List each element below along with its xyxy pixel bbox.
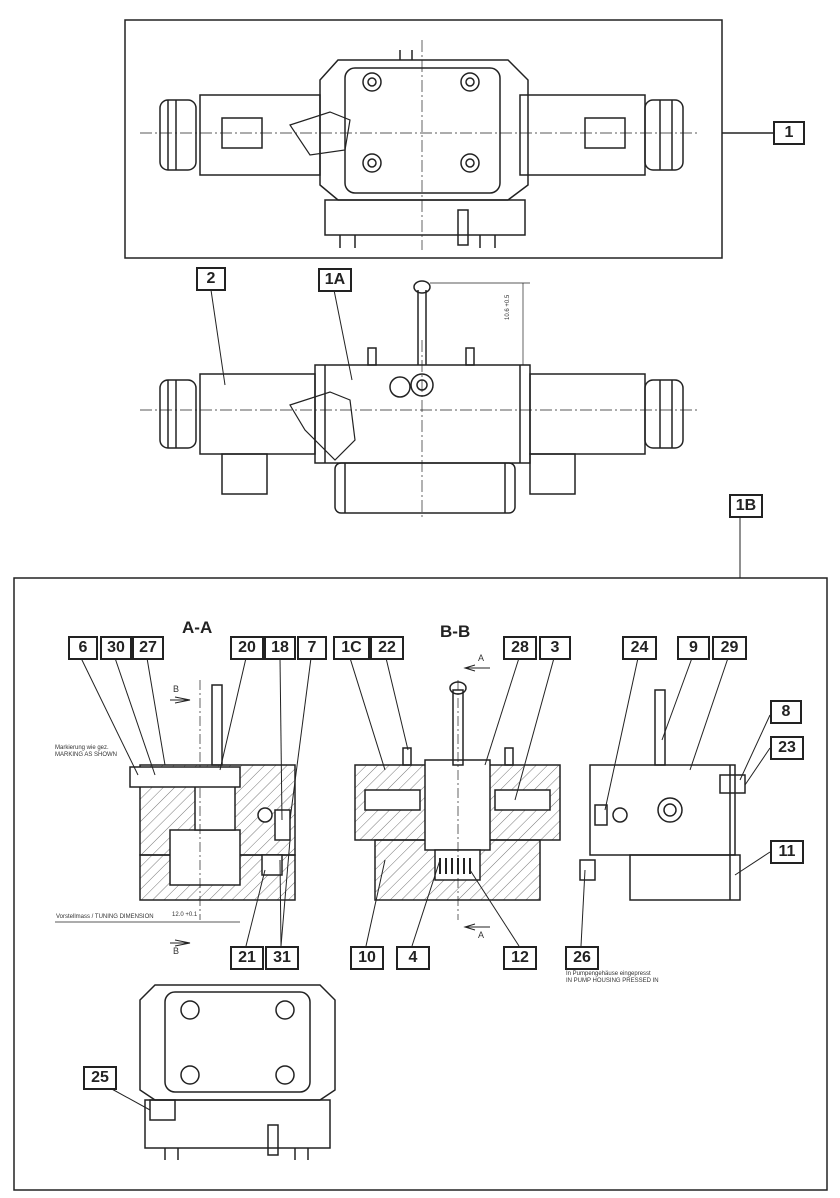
- callout-23: 23: [770, 736, 804, 760]
- cut-marker-a-top: A: [478, 653, 485, 663]
- callout-31: 31: [265, 946, 299, 970]
- callout-10: 10: [350, 946, 384, 970]
- callout-20: 20: [230, 636, 264, 660]
- callout-29: 29: [712, 636, 747, 660]
- pressed-in-note-de: In Pumpengehäuse eingepresst: [566, 971, 651, 977]
- callout-11: 11: [770, 840, 804, 864]
- tuning-dimension-note: Vorstellmass / TUNING DIMENSION: [56, 914, 154, 920]
- section-label-b-b: B-B: [440, 622, 471, 641]
- callout-6: 6: [68, 636, 98, 660]
- callout-8: 8: [770, 700, 802, 724]
- callout-9: 9: [677, 636, 710, 660]
- cut-marker-b-top: B: [173, 684, 180, 694]
- valve-side-view: [140, 280, 741, 578]
- callout-7: 7: [297, 636, 327, 660]
- cut-marker-a-bottom: A: [478, 930, 485, 940]
- callout-26: 26: [565, 946, 599, 970]
- marking-note-en: MARKING AS SHOWN: [55, 752, 118, 758]
- marking-note-de: Markierung wie gez.: [55, 745, 109, 751]
- callout-12: 12: [503, 946, 537, 970]
- side-detail-view: [579, 657, 771, 947]
- detail-frame: [13, 577, 828, 1191]
- callout-28: 28: [503, 636, 537, 660]
- callout-21: 21: [230, 946, 264, 970]
- callout-1c: 1C: [333, 636, 370, 660]
- cut-marker-b-bottom: B: [173, 946, 180, 956]
- callout-2: 2: [196, 267, 226, 291]
- callout-1b: 1B: [729, 494, 763, 518]
- section-label-a-a: A-A: [182, 618, 213, 637]
- callout-27: 27: [132, 636, 164, 660]
- pressed-in-note-en: IN PUMP HOUSING PRESSED IN: [566, 978, 659, 984]
- callout-3: 3: [539, 636, 571, 660]
- callout-30: 30: [100, 636, 132, 660]
- callout-25: 25: [83, 1066, 117, 1090]
- tuning-dimension-value: 12.0 +0.1: [172, 912, 198, 918]
- callout-4: 4: [396, 946, 430, 970]
- callout-1: 1: [773, 121, 805, 145]
- callout-1a: 1A: [318, 268, 352, 292]
- section-a-a: [55, 657, 312, 947]
- valve-top-view: [140, 40, 700, 250]
- callout-24: 24: [622, 636, 657, 660]
- height-dimension-value: 10.6 +0.5: [505, 294, 511, 320]
- section-b-b: [349, 657, 561, 947]
- callout-22: 22: [370, 636, 404, 660]
- base-plate-view: [109, 984, 336, 1160]
- callout-18: 18: [264, 636, 296, 660]
- top-view-frame: [124, 19, 723, 259]
